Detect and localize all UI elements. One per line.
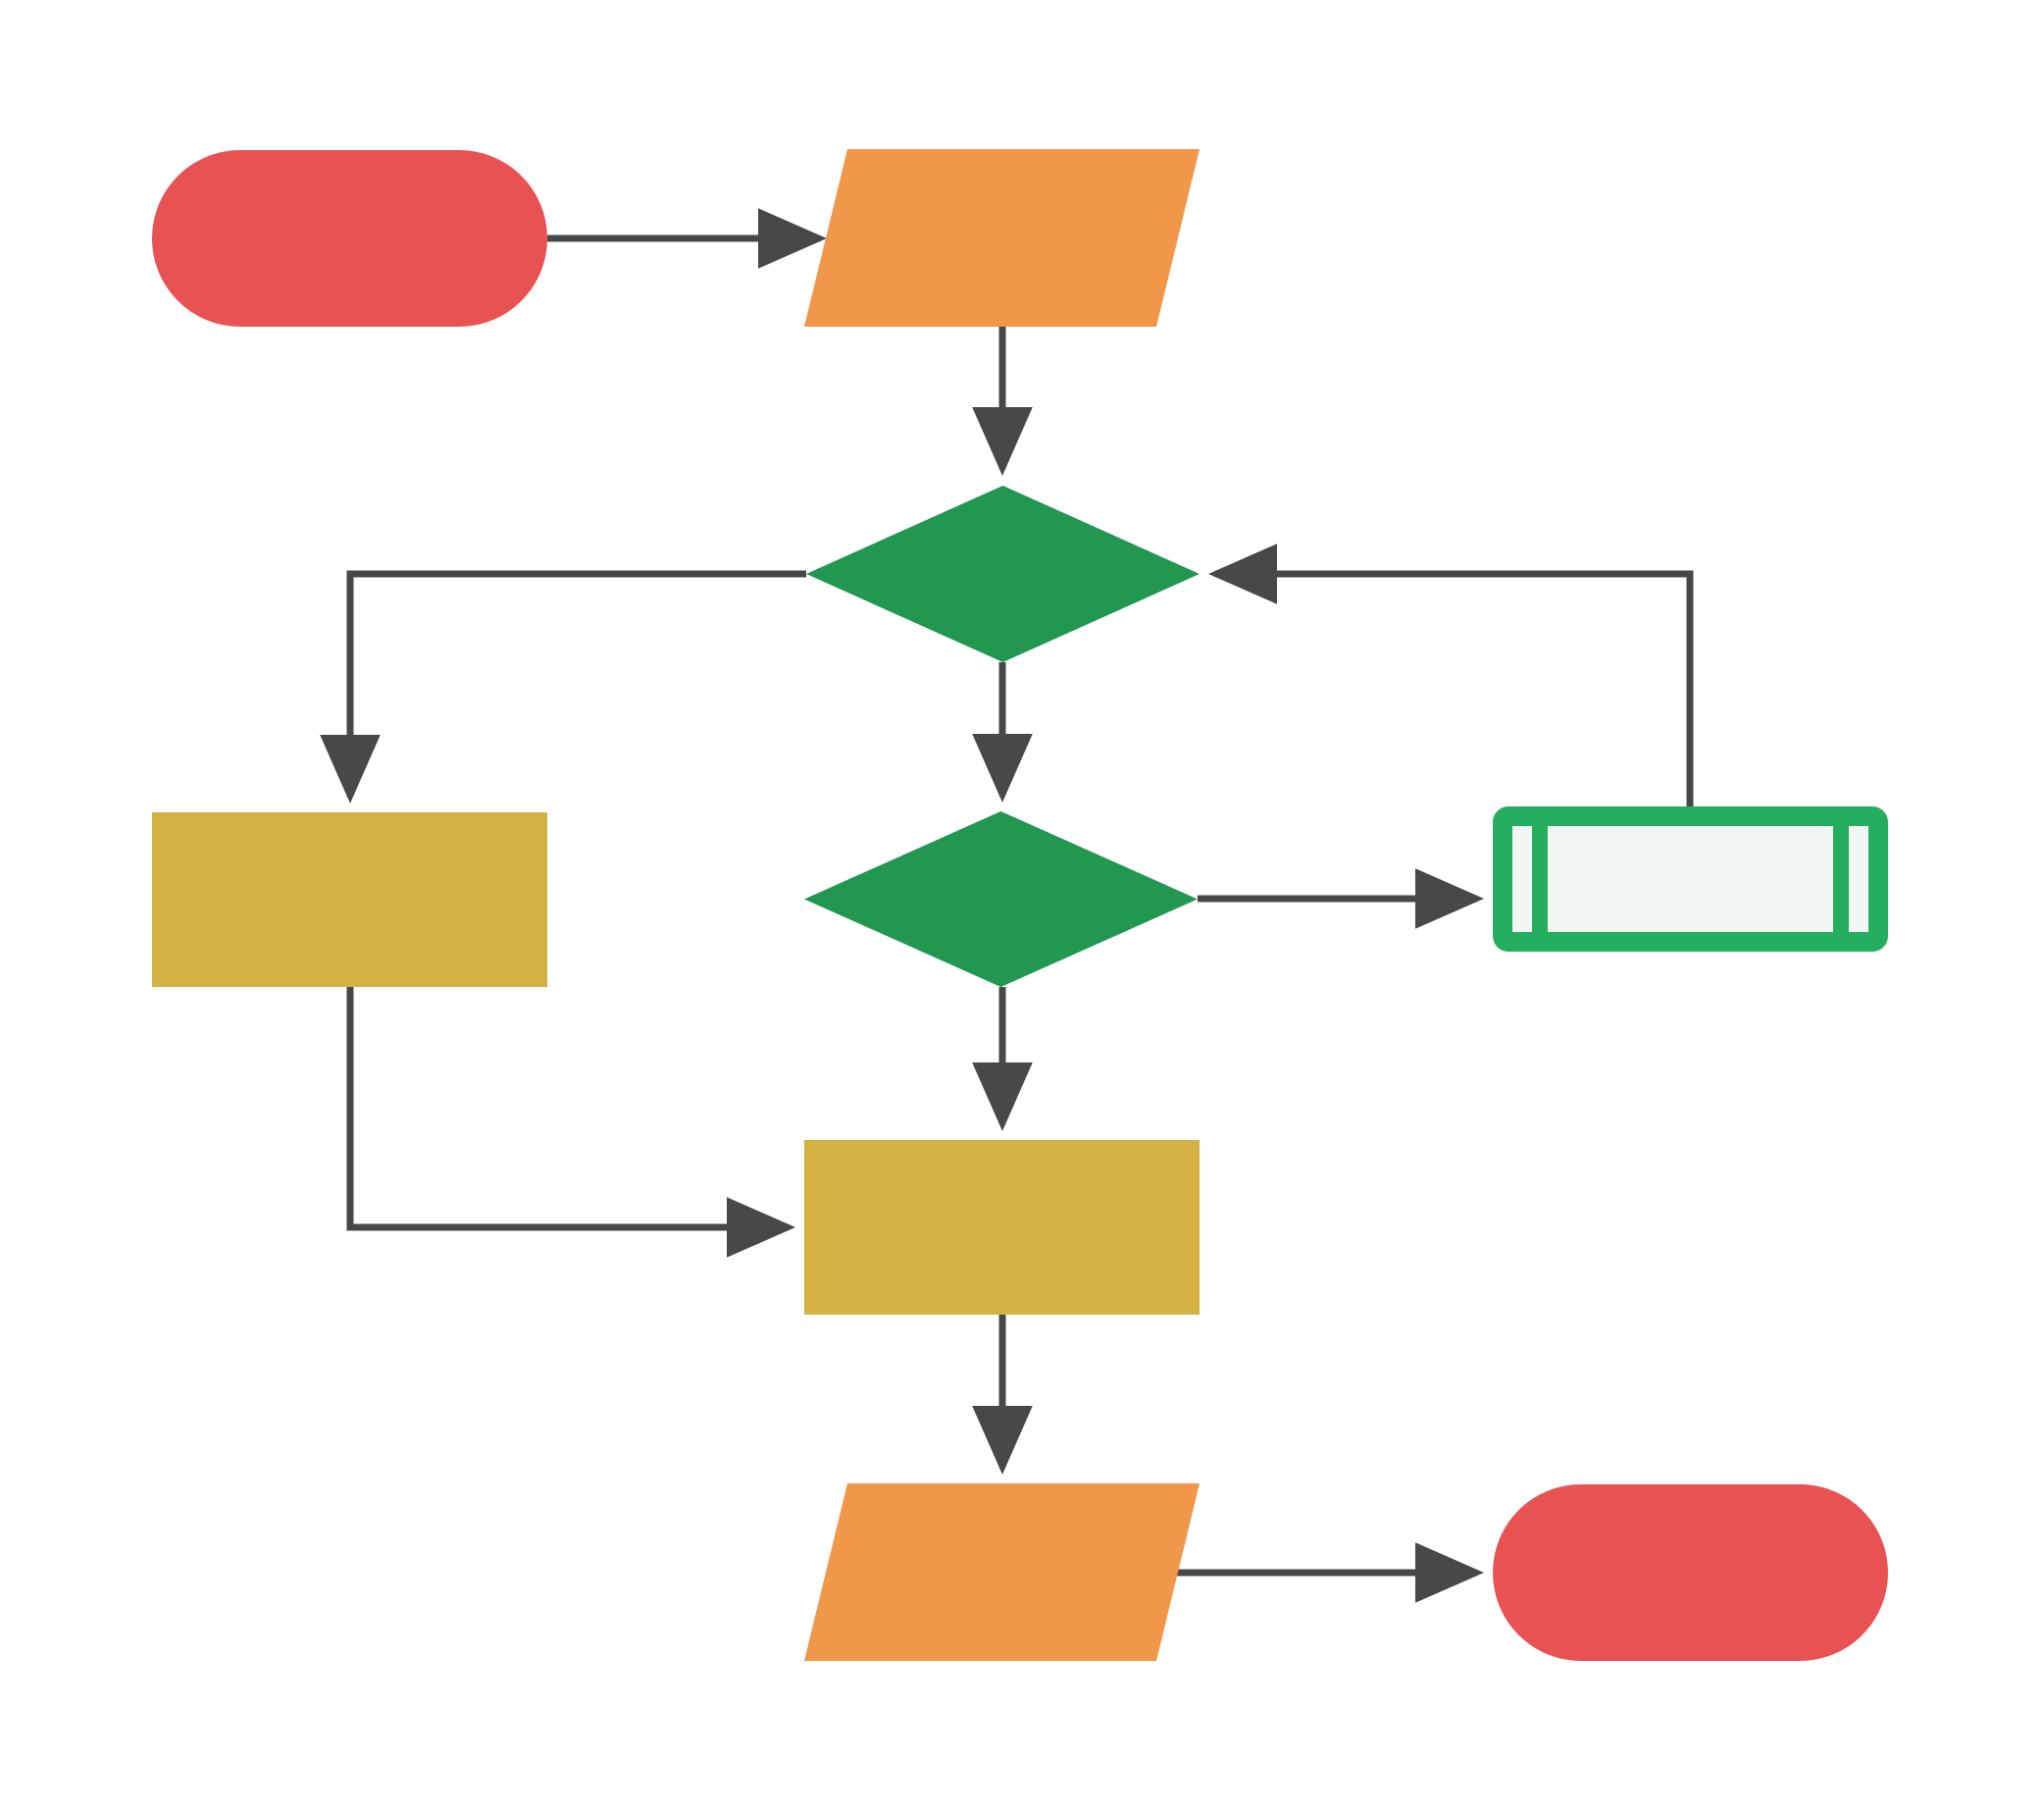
subroutine-outer-frame [1493,806,1888,952]
decision-shape [806,486,1200,662]
node-subroutine[interactable] [1493,806,1888,952]
connector-process-left-to-process-center [346,987,795,1258]
connector-decision-1-to-process-left [320,570,806,803]
node-input[interactable] [804,149,1200,327]
connector-line [320,570,806,803]
io-shape [804,149,1200,327]
nodes-layer [152,149,1888,1661]
node-process-center[interactable] [804,1140,1200,1315]
process-shape [804,1140,1200,1315]
node-process-left[interactable] [152,812,547,987]
edges-layer [320,208,1694,1603]
io-shape [804,1483,1200,1661]
connector-subroutine-to-decision-1 [1208,544,1694,806]
node-end[interactable] [1493,1484,1888,1661]
connector-line [1208,544,1694,806]
connector-line [346,987,795,1258]
terminator-shape [1493,1484,1888,1661]
node-decision-2[interactable] [804,811,1198,987]
terminator-shape [152,150,547,327]
process-shape [152,812,547,987]
node-output[interactable] [804,1483,1200,1661]
node-start[interactable] [152,150,547,327]
node-decision-1[interactable] [806,486,1200,662]
decision-shape [804,811,1198,987]
